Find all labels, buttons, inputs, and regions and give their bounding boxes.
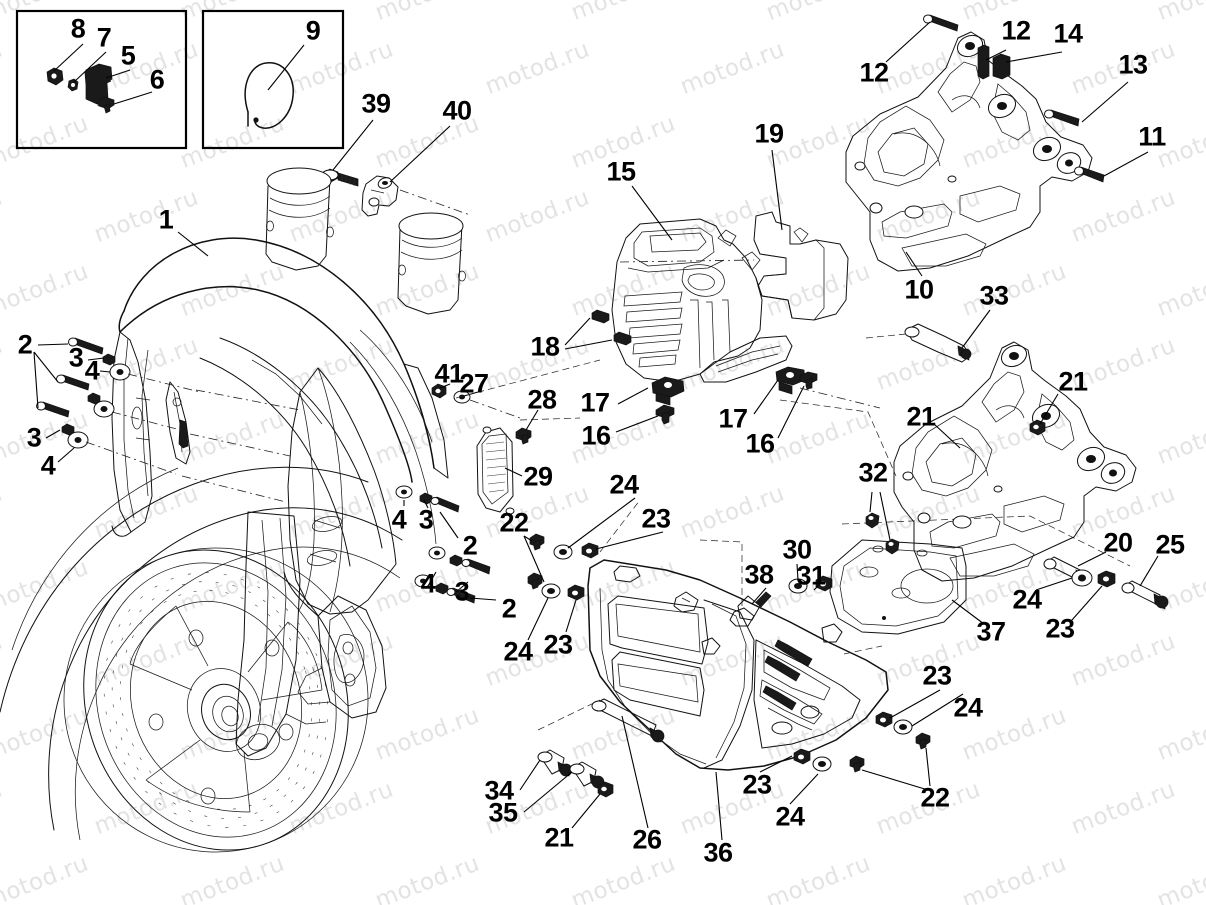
- part-callout-3: 3: [454, 576, 470, 607]
- part-callout-16: 16: [745, 428, 775, 459]
- part-callout-4: 4: [391, 504, 407, 535]
- fender-fasteners-left: [33, 337, 201, 475]
- part-callout-30: 30: [782, 534, 812, 565]
- part-callout-24: 24: [775, 801, 805, 832]
- assembly-axis-lines: [181, 359, 883, 655]
- centre-fasteners: [395, 485, 664, 641]
- part-callout-11: 11: [1138, 121, 1166, 152]
- part-callout-16: 16: [581, 420, 611, 451]
- part-callout-25: 25: [1155, 529, 1185, 560]
- part-callout-21: 21: [1058, 366, 1088, 397]
- inset-box-2: [201, 9, 345, 150]
- part-callout-6: 6: [149, 64, 165, 95]
- parts-32-rivet-nuts: [865, 491, 900, 555]
- front-wheel-brake-assembly: [0, 466, 403, 853]
- part-callout-2: 2: [462, 530, 478, 561]
- part-callout-24: 24: [1012, 584, 1042, 615]
- parts-38-30-31: [699, 539, 833, 621]
- part-15-radiator-guard: [611, 185, 793, 383]
- part-callout-12: 12: [1001, 15, 1031, 46]
- part-callout-40: 40: [442, 95, 472, 126]
- part-callout-39: 39: [361, 88, 391, 119]
- parts-20-24-23-25: [1035, 551, 1169, 621]
- part-callout-20: 20: [1103, 527, 1133, 558]
- part-callout-15: 15: [606, 156, 636, 187]
- part-callout-41: 41: [434, 358, 464, 389]
- part-callout-34: 34: [484, 775, 514, 806]
- part-callout-14: 14: [1053, 18, 1083, 49]
- part-callout-31: 31: [796, 560, 826, 591]
- part-37-under-plate: [829, 515, 1131, 635]
- part-callout-35: 35: [488, 797, 518, 828]
- part-callout-22: 22: [499, 507, 529, 538]
- part-callout-18: 18: [530, 331, 560, 362]
- part-1-front-mudguard: [111, 167, 466, 615]
- part-callout-23: 23: [922, 660, 952, 691]
- part-callout-23: 23: [543, 629, 573, 660]
- part-callout-24: 24: [609, 469, 639, 500]
- part-callout-36: 36: [703, 837, 733, 868]
- part-callout-29: 29: [523, 461, 553, 492]
- part-36-skid-plate: [587, 559, 889, 841]
- part-callout-24: 24: [953, 692, 983, 723]
- part-callout-12: 12: [859, 57, 889, 88]
- part-callout-24: 24: [503, 636, 533, 667]
- part-callout-26: 26: [632, 824, 662, 855]
- part-19-deflector: [619, 149, 849, 321]
- part-callout-23: 23: [641, 503, 671, 534]
- part-callout-19: 19: [754, 118, 784, 149]
- part-callout-4: 4: [84, 355, 100, 386]
- part-callout-1: 1: [158, 204, 174, 235]
- part-callout-8: 8: [70, 13, 86, 44]
- skid-right-fasteners: [759, 689, 964, 805]
- part-10-engine-guard-bracket: [845, 14, 1149, 277]
- part-callout-3: 3: [26, 422, 42, 453]
- part-callout-4: 4: [40, 450, 56, 481]
- part-callout-3: 3: [68, 342, 84, 373]
- part-callout-13: 13: [1118, 49, 1148, 80]
- parts-34-35-21-26: [519, 698, 665, 829]
- part-callout-17: 17: [718, 403, 748, 434]
- part-callout-23: 23: [1045, 613, 1075, 644]
- part-callout-2: 2: [17, 329, 33, 360]
- part-callout-3: 3: [418, 504, 434, 535]
- parts-17-18-16-fasteners: [564, 309, 818, 439]
- part-callout-33: 33: [979, 280, 1009, 311]
- part-callout-28: 28: [527, 384, 557, 415]
- part-callout-2: 2: [501, 593, 517, 624]
- part-21-engine-guard-bracket: [779, 309, 1137, 582]
- part-callout-23: 23: [742, 769, 772, 800]
- part-callout-32: 32: [858, 457, 888, 488]
- part-callout-10: 10: [904, 274, 934, 305]
- part-callout-22: 22: [920, 782, 950, 813]
- part-callout-21: 21: [906, 401, 936, 432]
- part-callout-4: 4: [420, 568, 436, 599]
- part-callout-38: 38: [744, 559, 774, 590]
- part-39-40-assembly: [321, 119, 471, 217]
- part-callout-27: 27: [459, 368, 489, 399]
- part-callout-7: 7: [96, 22, 112, 53]
- part-callout-5: 5: [120, 40, 136, 71]
- part-callout-9: 9: [305, 15, 321, 46]
- part-callout-37: 37: [976, 616, 1006, 647]
- part-callout-21: 21: [544, 822, 574, 853]
- inset-box-1: [15, 9, 188, 150]
- part-callout-17: 17: [580, 387, 610, 418]
